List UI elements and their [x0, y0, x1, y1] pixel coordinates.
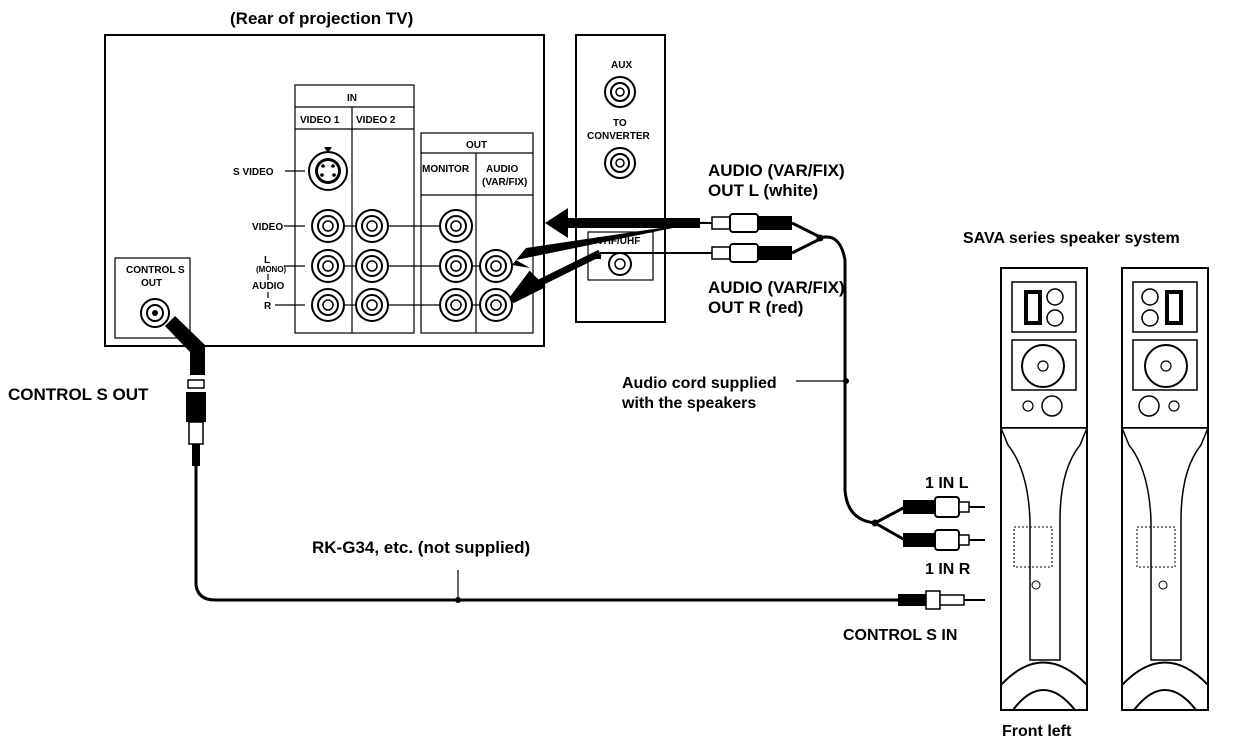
control-s-out-box: CONTROL S OUT — [114, 257, 191, 339]
arrow-to-audio-out-l — [512, 221, 707, 268]
control-s-box-label-1: CONTROL S — [126, 265, 185, 276]
audio-header-1: AUDIO — [486, 164, 518, 175]
vhf-uhf-jack[interactable] — [608, 252, 632, 276]
monitor-header: MONITOR — [422, 164, 470, 175]
out-block: OUT MONITOR AUDIO (VAR/FIX) — [420, 132, 534, 334]
mono-label: (MONO) — [256, 265, 287, 274]
audio-cord — [819, 235, 876, 525]
monitor-audio-r-jack[interactable] — [439, 288, 473, 322]
video1-video-jack[interactable] — [311, 209, 345, 243]
video2-header: VIDEO 2 — [356, 115, 396, 126]
in-r-label: 1 IN R — [925, 561, 971, 578]
video1-audio-l-jack[interactable] — [311, 249, 345, 283]
video2-audio-r-jack[interactable] — [355, 288, 389, 322]
audio-out-l-jack[interactable] — [479, 249, 513, 283]
audio-header-2: (VAR/FIX) — [482, 177, 527, 188]
audio-out-l-label-2: OUT L (white) — [708, 181, 818, 200]
control-s-in-label: CONTROL S IN — [843, 627, 957, 644]
control-s-out-label: CONTROL S OUT — [8, 385, 149, 404]
control-s-box-label-2: OUT — [141, 278, 162, 289]
converter-jack[interactable] — [604, 147, 636, 179]
to-label: TO — [613, 118, 627, 129]
tv-rear-panel — [104, 34, 545, 347]
out-header: OUT — [466, 140, 487, 151]
in-block: IN VIDEO 1 VIDEO 2 — [294, 84, 415, 334]
video2-audio-l-jack[interactable] — [355, 249, 389, 283]
converter-label: CONVERTER — [587, 131, 651, 142]
in-header: IN — [347, 93, 357, 104]
audio-label: AUDIO — [252, 281, 284, 292]
monitor-video-jack[interactable] — [439, 209, 473, 243]
l-label: L — [264, 255, 270, 266]
control-s-cable — [165, 316, 985, 610]
monitor-audio-l-jack[interactable] — [439, 249, 473, 283]
tv-caption: (Rear of projection TV) — [230, 9, 413, 28]
audio-out-r-label-2: OUT R (red) — [708, 298, 803, 317]
audio-cord-label-2: with the speakers — [621, 395, 756, 412]
video1-audio-r-jack[interactable] — [311, 288, 345, 322]
audio-out-r-jack[interactable] — [479, 288, 513, 322]
speaker-plug-r — [903, 529, 985, 551]
side-panel — [575, 34, 666, 323]
speaker-plug-l — [903, 496, 985, 518]
control-s-out-jack[interactable] — [140, 298, 170, 328]
aux-jack[interactable] — [604, 76, 636, 108]
rk-g34-label: RK-G34, etc. (not supplied) — [312, 538, 530, 557]
video1-header: VIDEO 1 — [300, 115, 340, 126]
video-label: VIDEO — [252, 222, 283, 233]
speaker-front-left — [999, 267, 1089, 711]
video2-video-jack[interactable] — [355, 209, 389, 243]
audio-cord-label-1: Audio cord supplied — [622, 375, 777, 392]
audio-plug-r — [600, 237, 821, 263]
r-label: R — [264, 301, 272, 312]
front-left-label: Front left — [1002, 723, 1072, 739]
s-video-label: S VIDEO — [233, 167, 274, 178]
speaker-front-right — [1120, 267, 1210, 711]
aux-label: AUX — [611, 60, 632, 71]
vhf-uhf-label: VHF/UHF — [597, 236, 640, 247]
s-video-jack[interactable] — [308, 147, 348, 191]
speaker-system-label: SAVA series speaker system — [963, 230, 1180, 247]
in-l-label: 1 IN L — [925, 475, 969, 492]
audio-out-r-label-1: AUDIO (VAR/FIX) — [708, 278, 845, 297]
audio-out-l-label-1: AUDIO (VAR/FIX) — [708, 161, 845, 180]
